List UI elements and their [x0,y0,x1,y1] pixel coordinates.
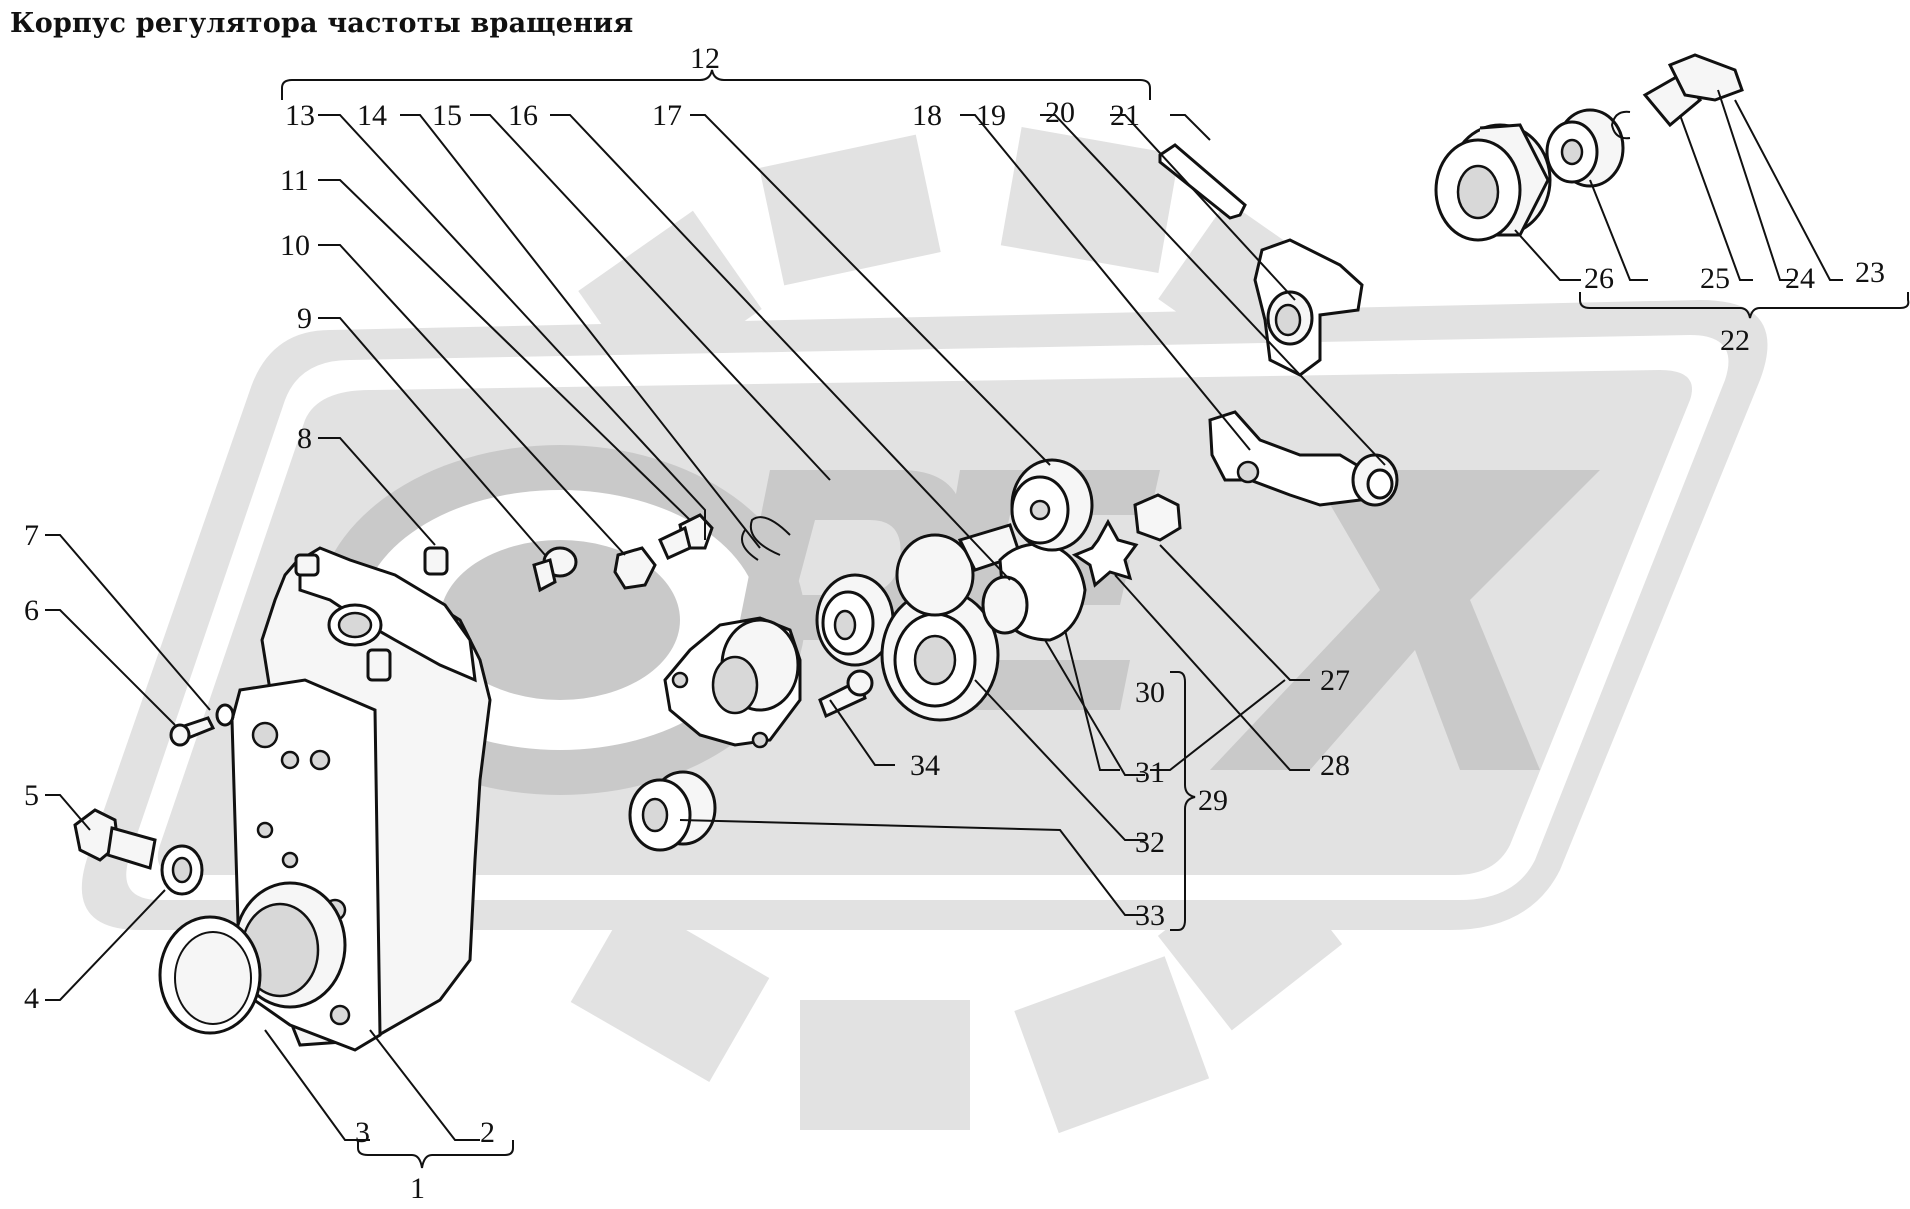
callout-12: 12 [690,42,720,75]
callout-8: 8 [297,422,312,455]
callout-9: 9 [297,302,312,335]
callout-20: 20 [1045,96,1075,129]
star-washer [1071,518,1139,588]
callout-33: 33 [1135,899,1165,932]
callout-numbers: 1 2 3 4 5 6 7 8 9 10 11 12 13 14 15 16 1… [24,42,1885,1205]
callout-29: 29 [1198,784,1228,817]
lock-washer [613,546,657,590]
lever [1208,410,1399,507]
callout-4: 4 [24,982,39,1015]
callout-31: 31 [1135,756,1165,789]
callout-1: 1 [410,1172,425,1205]
callout-3: 3 [355,1116,370,1149]
nut [1133,493,1182,542]
callout-18: 18 [912,99,942,132]
ball-bearing [815,573,895,667]
callout-10: 10 [280,229,310,262]
callout-25: 25 [1700,262,1730,295]
callout-28: 28 [1320,749,1350,782]
callout-27: 27 [1320,664,1350,697]
callout-23: 23 [1855,256,1885,289]
callout-14: 14 [357,99,387,132]
page-title: Корпус регулятора частоты вращения [10,8,634,39]
bracket [1253,238,1364,377]
callout-34: 34 [910,749,940,782]
callout-11: 11 [280,164,309,197]
screw [532,546,578,593]
leader-lines [45,69,1910,1169]
callout-2: 2 [480,1116,495,1149]
drive-gear [880,523,1022,722]
bolt-and-washer [73,808,204,896]
callout-24: 24 [1785,262,1815,295]
callout-17: 17 [652,99,682,132]
callout-7: 7 [24,519,39,552]
callout-26: 26 [1584,262,1614,295]
screw-34 [818,669,874,719]
regulator-housing [158,546,492,1052]
callout-13: 13 [285,99,315,132]
callout-15: 15 [432,99,462,132]
adjuster-assembly [1434,53,1744,242]
callout-19: 19 [976,99,1006,132]
roller-wheel [1010,458,1094,552]
callout-6: 6 [24,594,39,627]
callout-5: 5 [24,779,39,812]
small-screw [169,703,235,747]
bearing-flange [663,616,802,749]
callout-21: 21 [1110,99,1140,132]
callout-32: 32 [1135,826,1165,859]
callout-16: 16 [508,99,538,132]
plug [423,546,449,576]
spring-clip [741,516,791,561]
callout-30: 30 [1135,676,1165,709]
callout-22: 22 [1720,324,1750,357]
pin [1158,143,1247,220]
bushing [628,770,717,852]
